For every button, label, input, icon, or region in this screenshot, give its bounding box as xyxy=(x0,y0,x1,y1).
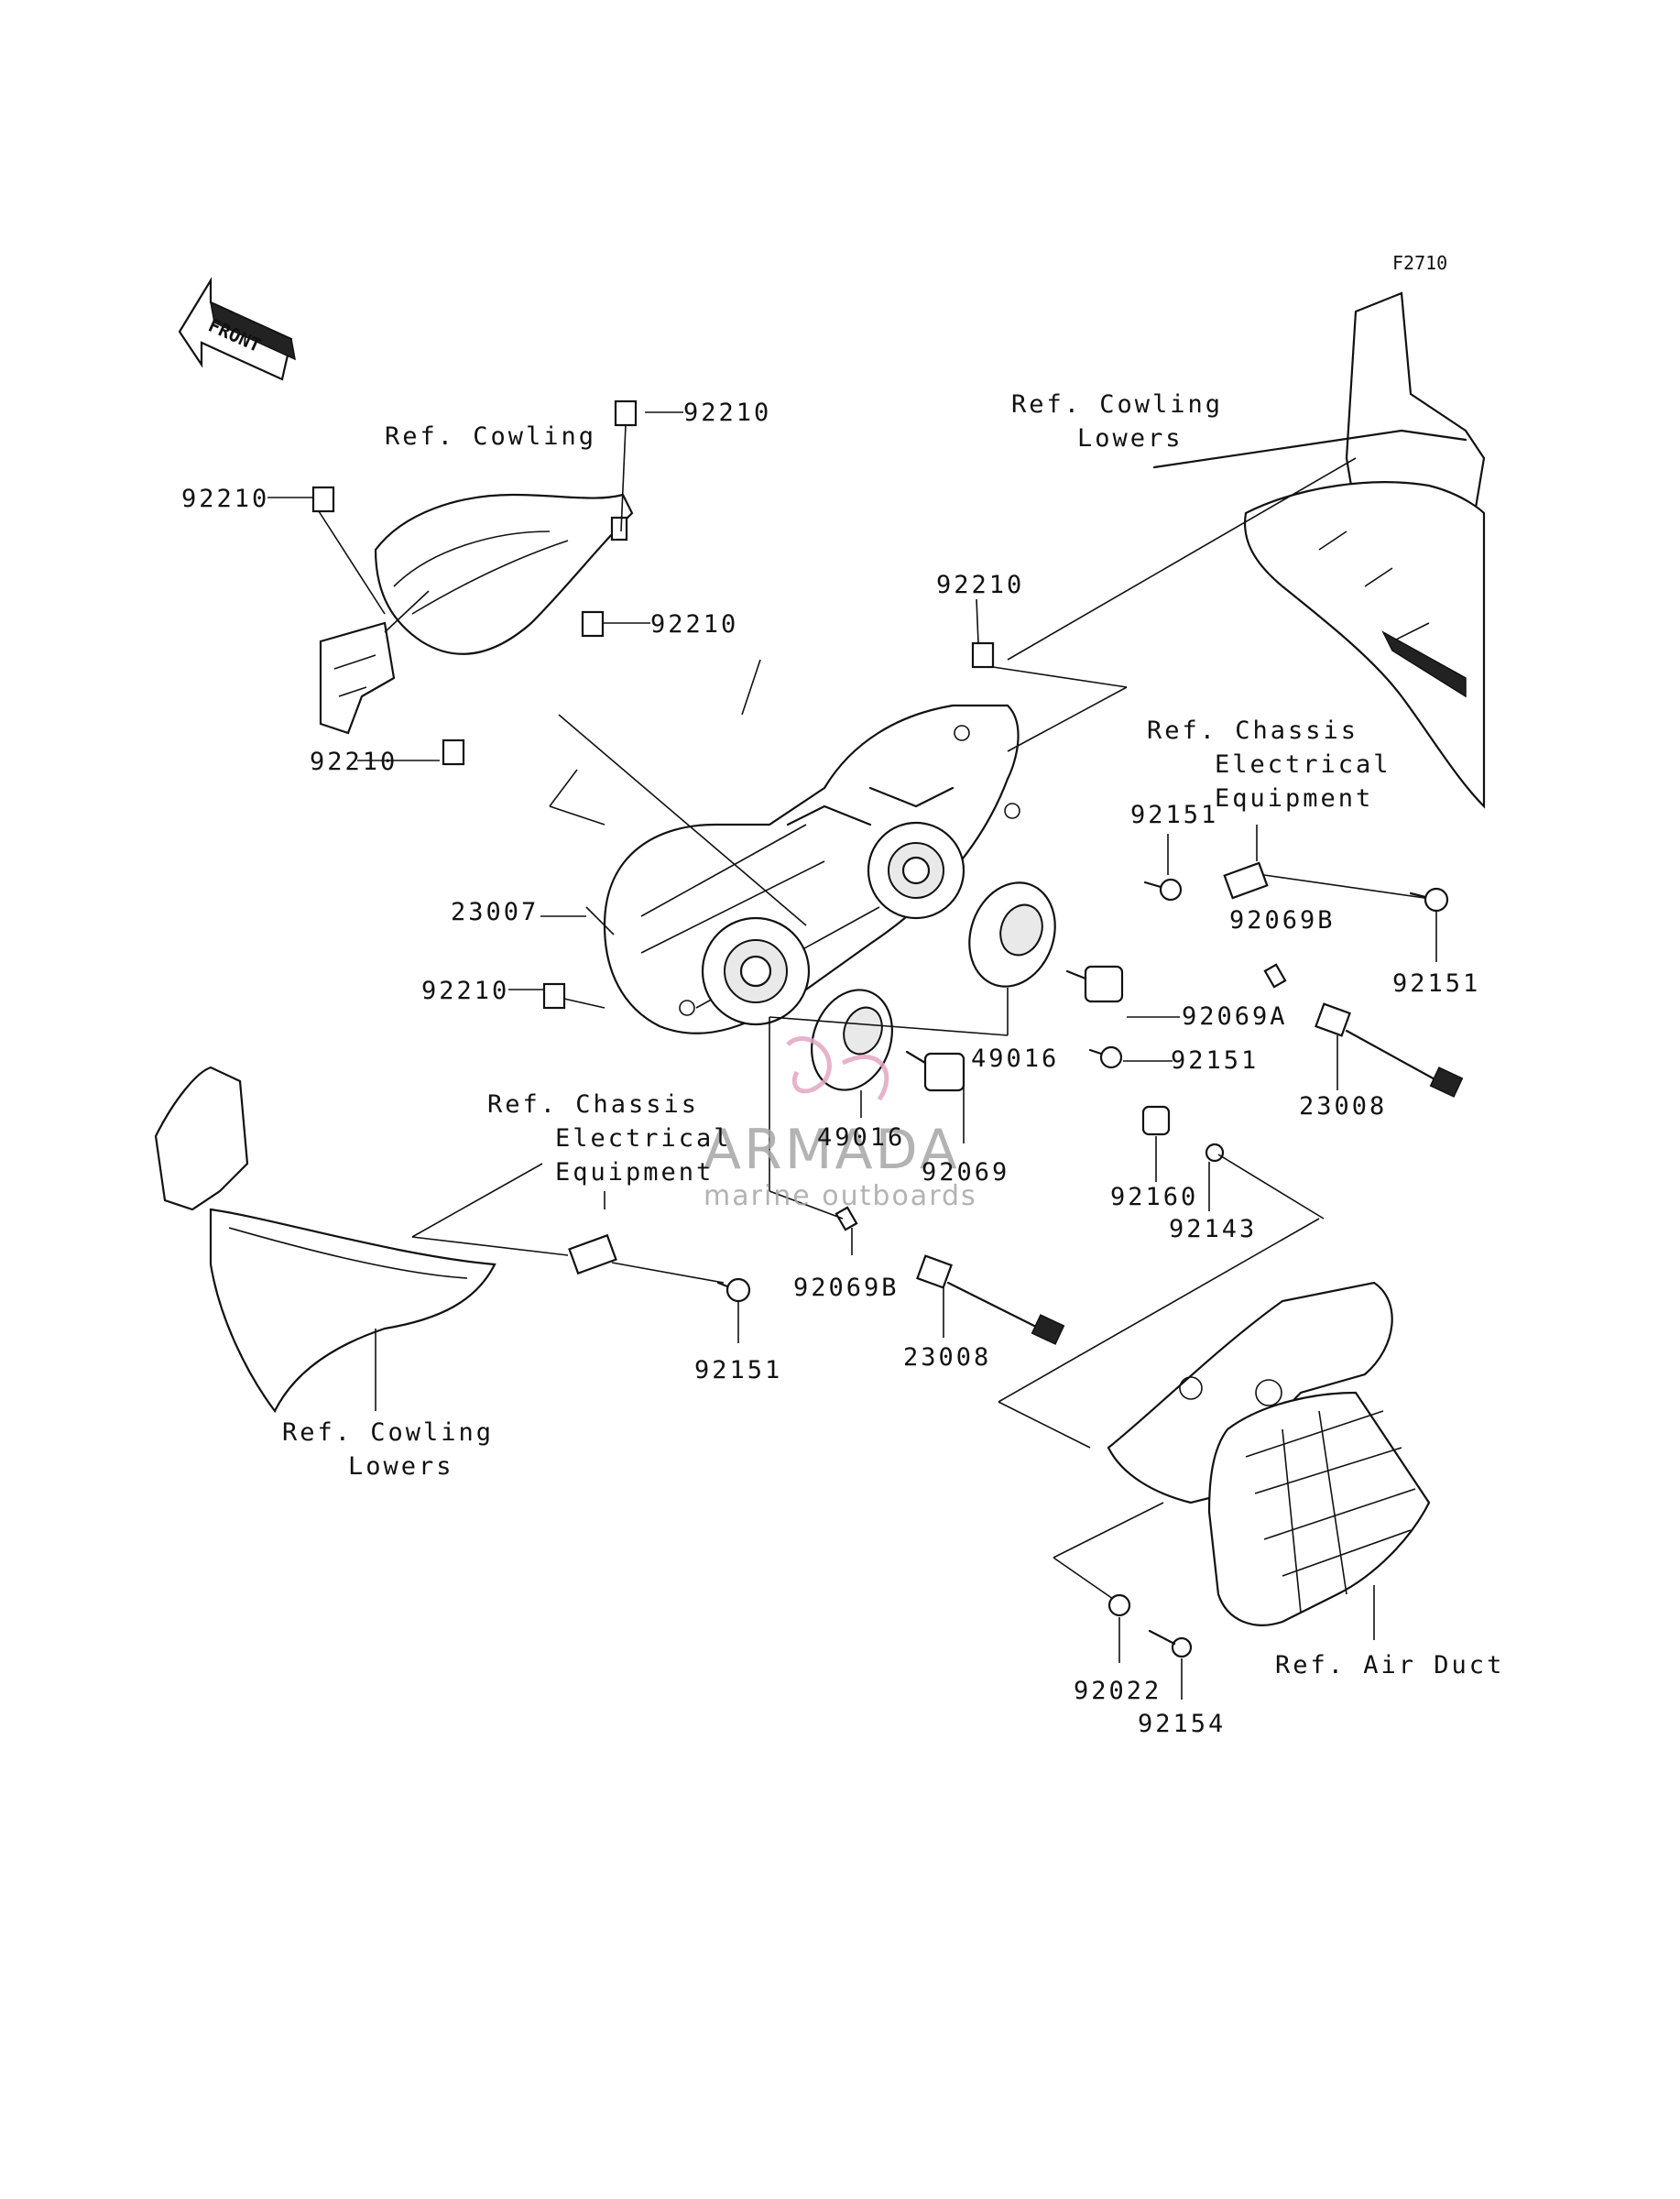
watermark-brand: ARMADA xyxy=(704,1118,960,1182)
part-number-92210-left: 92210 xyxy=(181,485,269,513)
label-ref-chassis-left-2: Electrical xyxy=(555,1124,732,1153)
bulb-92069b-left xyxy=(835,1206,858,1231)
headlight-assembly-drawing xyxy=(603,704,1020,1034)
air-duct-drawing xyxy=(1107,1281,1431,1626)
part-number-92154: 92154 xyxy=(1138,1710,1226,1738)
label-ref-cowling-lowers-top-1: Ref. Cowling xyxy=(1011,390,1223,419)
armada-watermark: ARMADA marine outboards xyxy=(704,1036,977,1212)
fastener-icons xyxy=(716,878,1449,1658)
part-number-labels: 92210 92210 92210 92210 92210 92210 2300… xyxy=(181,399,1480,1738)
label-ref-chassis-right-3: Equipment xyxy=(1215,784,1373,813)
part-number-23008-left: 23008 xyxy=(903,1343,991,1372)
label-ref-cowling-lowers-top-2: Lowers xyxy=(1077,424,1184,453)
part-number-49016-right: 49016 xyxy=(971,1045,1059,1073)
labels: Ref. Cowling Ref. Cowling Lowers Ref. Ch… xyxy=(282,390,1504,1679)
bulb-92069a xyxy=(1065,965,1124,1003)
figure-code: F2710 xyxy=(1392,252,1447,274)
part-number-92151-left: 92151 xyxy=(694,1356,782,1384)
socket-23008-right xyxy=(1315,1002,1464,1098)
clip-92210-icons xyxy=(311,399,995,1010)
part-number-92069b-right: 92069B xyxy=(1229,906,1336,935)
part-number-92210-mid: 92210 xyxy=(650,610,738,639)
part-number-23007: 23007 xyxy=(451,898,539,926)
label-ref-chassis-right-1: Ref. Chassis xyxy=(1147,717,1358,745)
label-ref-air-duct: Ref. Air Duct xyxy=(1275,1651,1504,1679)
part-number-92069: 92069 xyxy=(922,1158,1009,1187)
part-number-92151-mid: 92151 xyxy=(1171,1046,1259,1075)
front-arrow-icon: FRONT xyxy=(178,277,296,381)
bulb-92069 xyxy=(905,1050,965,1092)
label-ref-chassis-left-1: Ref. Chassis xyxy=(487,1090,699,1119)
label-ref-cowling-lowers-bottom-1: Ref. Cowling xyxy=(282,1418,494,1447)
part-number-92151-right: 92151 xyxy=(1392,969,1480,998)
bulb-shade-49016-right xyxy=(968,881,1056,988)
leader-lines xyxy=(267,411,1437,1700)
chassis-bracket-icons xyxy=(568,861,1269,1275)
part-number-92143: 92143 xyxy=(1169,1215,1257,1243)
label-ref-cowling-lowers-bottom-2: Lowers xyxy=(348,1452,454,1481)
part-number-92069b-left: 92069B xyxy=(793,1274,900,1302)
upper-cowling-drawing xyxy=(319,493,634,735)
right-cowling-lowers-drawing xyxy=(1152,291,1486,809)
left-cowling-lowers-drawing xyxy=(154,1066,496,1414)
part-number-92210-bottom-left: 92210 xyxy=(421,977,509,1005)
socket-23008-left xyxy=(916,1254,1065,1345)
part-number-92160: 92160 xyxy=(1110,1183,1198,1211)
bulb-shade-49016-left xyxy=(811,989,893,1091)
part-number-92210-right: 92210 xyxy=(936,571,1024,599)
part-number-92210-lower: 92210 xyxy=(310,748,398,776)
part-number-49016-left: 49016 xyxy=(817,1123,905,1152)
part-number-92151-upper: 92151 xyxy=(1130,801,1218,829)
watermark-tagline: marine outboards xyxy=(704,1180,977,1212)
part-number-23008-right: 23008 xyxy=(1299,1092,1387,1121)
part-number-92210-top: 92210 xyxy=(683,399,771,427)
part-number-92022: 92022 xyxy=(1074,1677,1162,1705)
part-number-92069a: 92069A xyxy=(1182,1002,1288,1031)
label-ref-chassis-left-3: Equipment xyxy=(555,1158,714,1187)
bulb-92069b-right xyxy=(1263,963,1287,989)
label-ref-cowling: Ref. Cowling xyxy=(385,422,596,451)
label-ref-chassis-right-2: Electrical xyxy=(1215,750,1391,779)
